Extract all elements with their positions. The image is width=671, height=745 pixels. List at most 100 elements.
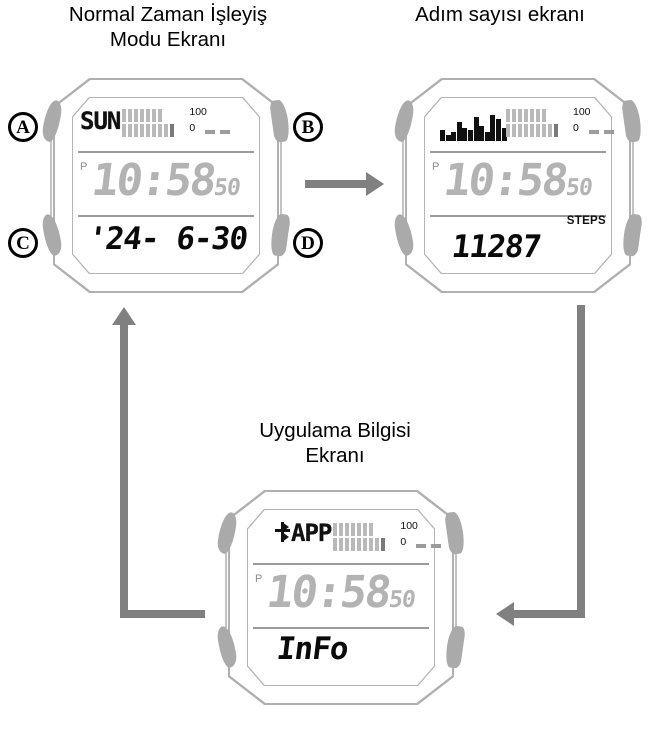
bar-segment bbox=[536, 109, 540, 122]
histogram-bar bbox=[445, 134, 451, 141]
caption-app-info-line1: Uygulama Bilgisi bbox=[259, 419, 411, 442]
pm-indicator: P bbox=[80, 161, 88, 173]
bar-segment bbox=[542, 109, 546, 122]
caption-step-count-line1: Adım sayısı ekranı bbox=[415, 3, 585, 26]
lcd-row-info: InFo bbox=[249, 629, 433, 681]
watch-band-right bbox=[455, 552, 457, 628]
placeholder-dashes bbox=[416, 544, 442, 548]
lcd-row-time-step-count: P 10:5850 bbox=[426, 153, 610, 215]
bar-segment bbox=[512, 124, 516, 137]
dash-1 bbox=[416, 544, 427, 548]
lcd-row-time-normal-time: P 10:5850 bbox=[74, 153, 258, 215]
dash-2 bbox=[604, 130, 614, 134]
bar-graph-scale: 100 0 bbox=[573, 106, 619, 141]
bar-segment bbox=[140, 124, 145, 137]
bar-segment bbox=[339, 538, 344, 551]
step-histogram bbox=[440, 111, 507, 141]
time-display: 10:58 bbox=[88, 155, 218, 206]
lcd-divider-top bbox=[78, 151, 254, 153]
bar-segment bbox=[170, 124, 175, 137]
bar-segment bbox=[369, 538, 374, 551]
watch-band-left bbox=[50, 140, 52, 216]
button-label-c[interactable]: C bbox=[8, 228, 38, 258]
info-text: InFo bbox=[274, 631, 350, 667]
bar-segment bbox=[146, 109, 151, 122]
bluetooth-app-icon bbox=[275, 521, 290, 543]
bar-graph-app-info bbox=[333, 519, 395, 553]
seconds-display: 50 bbox=[212, 175, 242, 201]
seconds-display: 50 bbox=[564, 175, 594, 201]
lcd-divider-bottom bbox=[78, 215, 254, 217]
time-display-wrap: 10:5850 bbox=[88, 155, 242, 206]
info-text-wrap: InFo bbox=[274, 631, 350, 667]
lcd-row-date-normal-time: '24- 6-30 bbox=[74, 217, 258, 269]
histogram-bar bbox=[490, 115, 496, 141]
caption-normal-time: Normal Zaman İşleyiş Modu Ekranı bbox=[8, 2, 328, 52]
bar-segment bbox=[333, 538, 338, 551]
button-label-d[interactable]: D bbox=[293, 228, 323, 258]
bar-segment bbox=[351, 523, 356, 536]
scale-high-label: 100 bbox=[189, 106, 207, 118]
histogram-bar bbox=[456, 121, 462, 141]
bar-segment bbox=[128, 124, 133, 137]
watch-band-left bbox=[402, 140, 404, 216]
bar-segment bbox=[524, 109, 528, 122]
bar-segment bbox=[146, 124, 151, 137]
steps-value: 11287 bbox=[449, 229, 543, 265]
bar-segment bbox=[357, 523, 362, 536]
bar-segment bbox=[134, 124, 139, 137]
bar-segment bbox=[530, 124, 534, 137]
bar-segment bbox=[518, 109, 522, 122]
watch-app-info: APP 100 0 P 10:5850 bbox=[216, 490, 466, 705]
scale-low-label: 0 bbox=[189, 122, 196, 134]
bar-graph-scale: 100 0 bbox=[400, 520, 446, 555]
histogram-bar bbox=[440, 130, 445, 141]
bar-segment bbox=[152, 124, 157, 137]
bar-segment bbox=[363, 538, 368, 551]
bar-segment bbox=[506, 109, 510, 122]
bar-segment bbox=[512, 109, 516, 122]
button-label-b[interactable]: B bbox=[293, 112, 323, 142]
dash-2 bbox=[431, 544, 442, 548]
bar-segment bbox=[542, 124, 546, 137]
histogram-bar bbox=[468, 130, 473, 141]
histogram-bar bbox=[462, 128, 468, 141]
day-of-week-text: SUN bbox=[80, 107, 122, 135]
bar-segment bbox=[369, 523, 374, 536]
histogram-bar bbox=[484, 132, 490, 141]
pm-indicator: P bbox=[432, 161, 440, 173]
histogram-bar bbox=[501, 128, 507, 141]
lcd-screen-step-count: 100 0 P 10:5850 STEPS 11287 bbox=[426, 99, 614, 272]
lcd-row-steps: STEPS 11287 bbox=[426, 215, 610, 269]
watch-band-right bbox=[632, 140, 634, 216]
date-display: '24- 6-30 bbox=[85, 221, 250, 257]
steps-label: STEPS bbox=[566, 215, 606, 227]
watch-band-left bbox=[225, 552, 227, 628]
bar-segment bbox=[554, 124, 558, 137]
caption-app-info-line2: Ekranı bbox=[305, 444, 365, 467]
watch-step-count: 100 0 P 10:5850 STEPS 11287 bbox=[393, 78, 643, 293]
bar-segment bbox=[333, 523, 338, 536]
scale-low-label: 0 bbox=[573, 122, 579, 134]
app-label-text: APP bbox=[291, 519, 333, 547]
lcd-topline: APP 100 0 bbox=[275, 519, 446, 555]
bar-segment bbox=[164, 124, 169, 137]
caption-step-count: Adım sayısı ekranı bbox=[350, 2, 650, 27]
lcd-screen-normal-time: SUN 100 0 P 10:5850 bbox=[74, 99, 258, 272]
date-display-wrap: '24- 6-30 bbox=[85, 221, 250, 257]
scale-high-label: 100 bbox=[573, 106, 591, 118]
bar-segment bbox=[158, 109, 163, 122]
lcd-row-top-step-count: 100 0 bbox=[426, 103, 614, 151]
placeholder-dashes bbox=[589, 130, 614, 134]
button-label-a[interactable]: A bbox=[8, 112, 38, 142]
bar-segment bbox=[548, 124, 552, 137]
bar-segment bbox=[152, 109, 157, 122]
lcd-row-top-app-info: APP 100 0 bbox=[249, 515, 442, 563]
bar-segment bbox=[339, 523, 344, 536]
scale-high-label: 100 bbox=[400, 520, 418, 532]
bar-segment bbox=[345, 538, 350, 551]
bar-segment bbox=[357, 538, 362, 551]
watch-normal-time: SUN 100 0 P 10:5850 bbox=[41, 78, 291, 293]
scale-low-label: 0 bbox=[400, 536, 407, 548]
histogram-bar bbox=[496, 119, 501, 141]
